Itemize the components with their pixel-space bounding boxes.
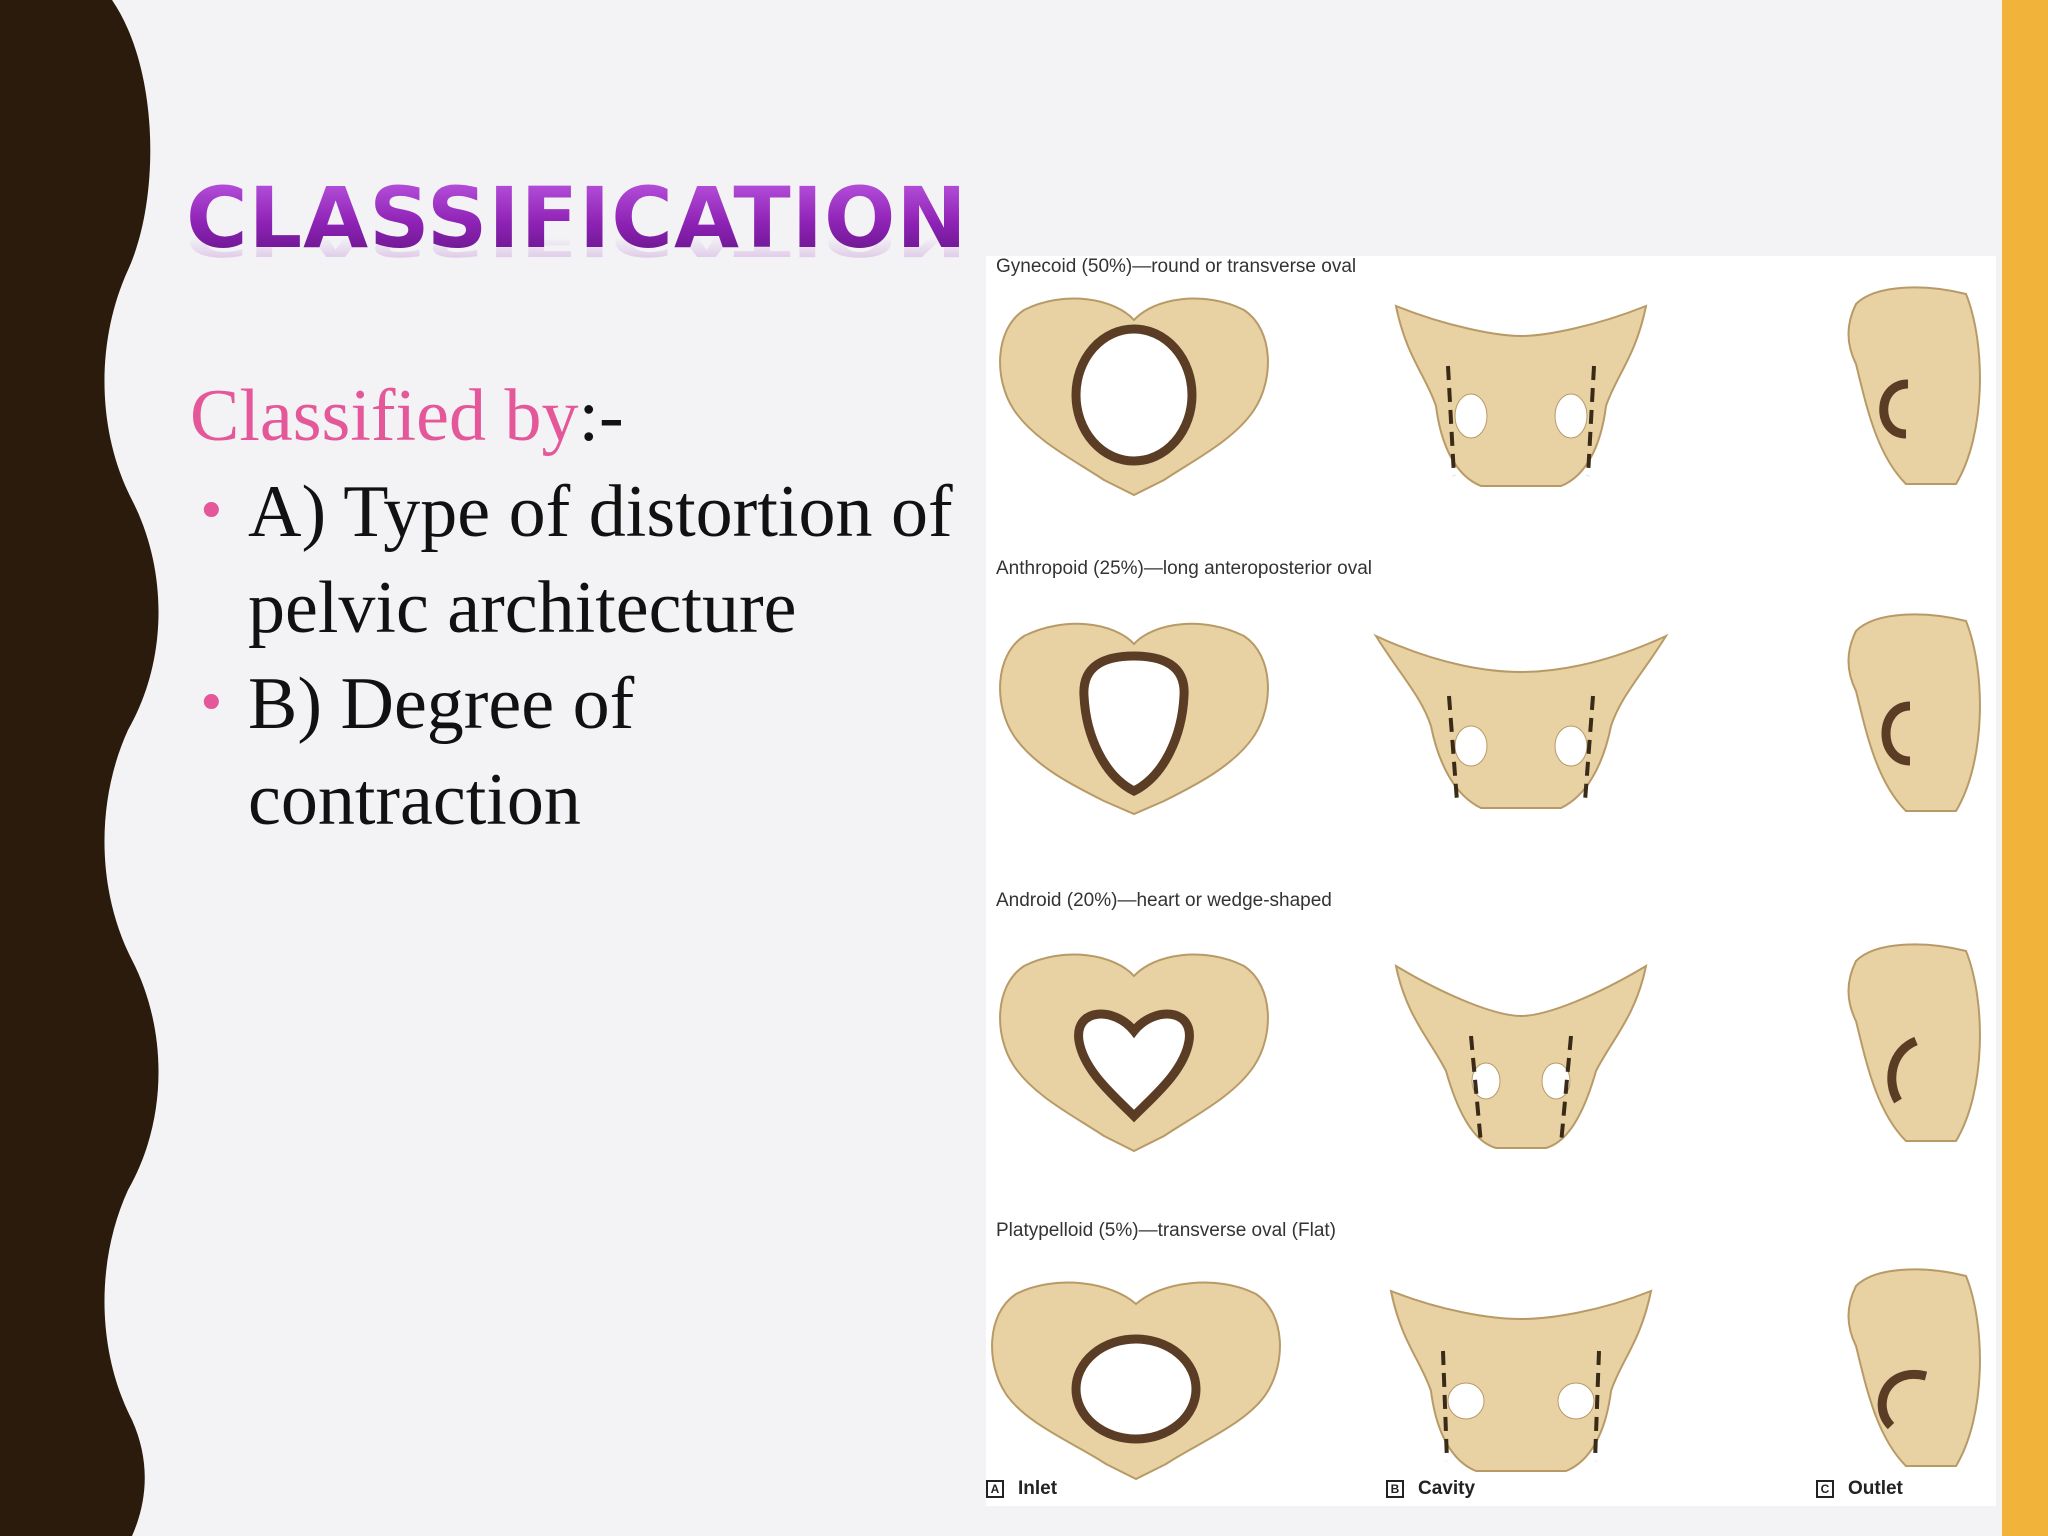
android-inlet-diagram [999, 953, 1269, 1153]
body-text: Classified by:- • A) Type of distortion o… [190, 368, 970, 848]
slide-title: CLASSIFICATION [186, 169, 968, 267]
row-label-gynecoid: Gynecoid (50%)—round or transverse oval [996, 256, 1357, 277]
bullet-text: A) Type of distortion of pelvic architec… [248, 471, 953, 649]
platypelloid-cavity-diagram [1389, 1289, 1653, 1472]
platypelloid-inlet-diagram [991, 1281, 1281, 1481]
column-letter: A [986, 1480, 1004, 1498]
intro-highlight: Classified by [190, 375, 579, 457]
row-label-platypelloid: Platypelloid (5%)—transverse oval (Flat) [996, 1220, 1337, 1241]
column-letter: C [1816, 1480, 1834, 1498]
intro-rest: :- [578, 375, 624, 457]
slide-title-reflection: CLASSIFICATION [186, 216, 968, 266]
gynecoid-outlet-diagram [1847, 286, 1981, 485]
bullet-item: • B) Degree of contraction [190, 656, 970, 848]
bullet-item: • A) Type of distortion of pelvic archite… [190, 464, 970, 656]
bullet-list: • A) Type of distortion of pelvic archite… [190, 464, 970, 848]
column-letter: B [1386, 1480, 1404, 1498]
anthropoid-cavity-diagram [1373, 633, 1669, 809]
accent-bar [2002, 0, 2048, 1536]
gynecoid-cavity-diagram [1394, 304, 1648, 487]
anthropoid-outlet-diagram [1847, 613, 1981, 812]
pelvis-types-figure: Gynecoid (50%)—round or transverse oval … [986, 256, 1996, 1506]
android-cavity-diagram [1394, 963, 1648, 1149]
bullet-dot-icon: • [196, 674, 227, 734]
left-wave-border [0, 0, 159, 1536]
platypelloid-outlet-diagram [1847, 1268, 1981, 1467]
bullet-text: B) Degree of contraction [248, 663, 635, 841]
android-outlet-diagram [1847, 943, 1981, 1142]
gynecoid-inlet-diagram [999, 297, 1269, 497]
row-label-anthropoid: Anthropoid (25%)—long anteroposterior ov… [996, 558, 1372, 579]
row-label-android: Android (20%)—heart or wedge-shaped [996, 890, 1332, 911]
intro-line: Classified by:- [190, 368, 970, 464]
bullet-dot-icon: • [196, 482, 227, 542]
anthropoid-inlet-diagram [999, 622, 1269, 816]
